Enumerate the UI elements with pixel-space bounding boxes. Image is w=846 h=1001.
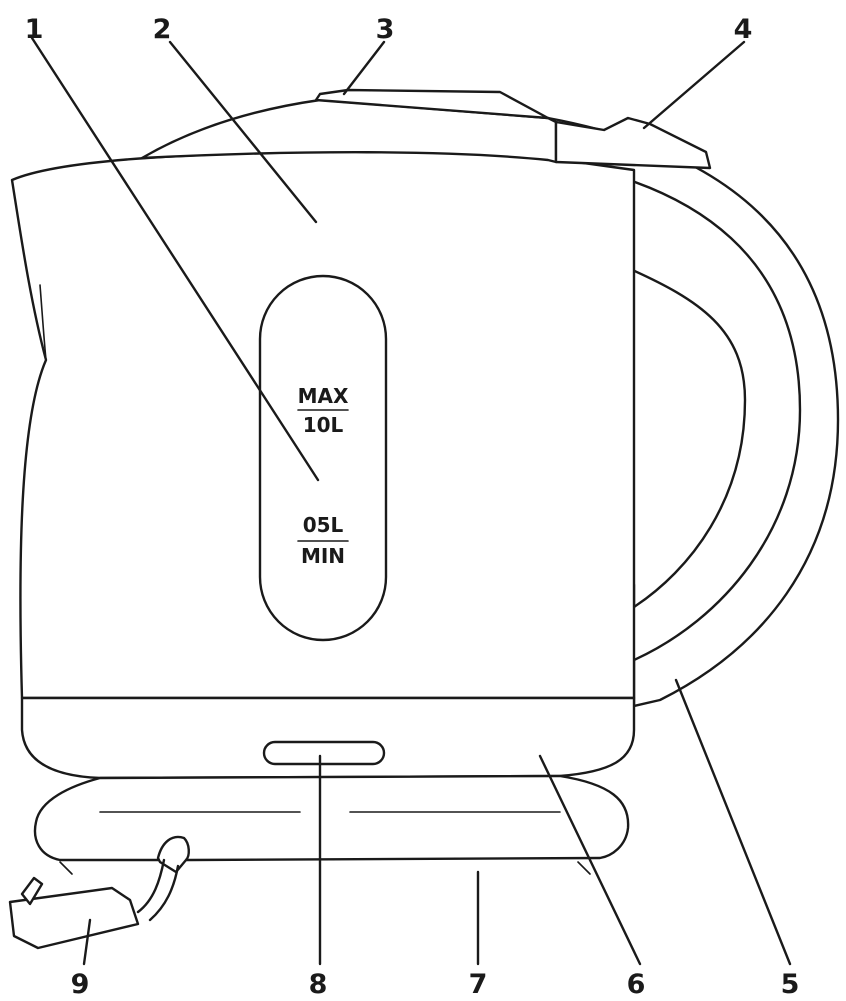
power-base (33, 774, 630, 875)
callout-7: 7 (469, 969, 488, 1000)
lower-housing (20, 696, 636, 780)
callout-6: 6 (627, 969, 646, 1000)
max-label: MAX (298, 384, 349, 408)
callout-numbers: 1 2 3 4 5 6 7 8 9 (25, 14, 800, 1000)
lid (140, 88, 558, 164)
min-label: MIN (301, 544, 345, 568)
callout-8: 8 (309, 969, 328, 1000)
power-switch (554, 116, 712, 170)
water-level-window: MAX 10L 05L MIN (258, 274, 388, 642)
indicator-light (262, 740, 386, 766)
power-plug (8, 835, 190, 950)
callout-4: 4 (734, 14, 753, 45)
callout-1: 1 (25, 14, 44, 45)
max-volume: 10L (303, 413, 344, 437)
handle (546, 116, 840, 708)
callout-9: 9 (71, 969, 90, 1000)
leader-lines (30, 36, 792, 966)
callout-5: 5 (781, 969, 800, 1000)
callout-2: 2 (153, 14, 172, 45)
min-volume: 05L (303, 513, 344, 537)
callout-3: 3 (376, 14, 395, 45)
